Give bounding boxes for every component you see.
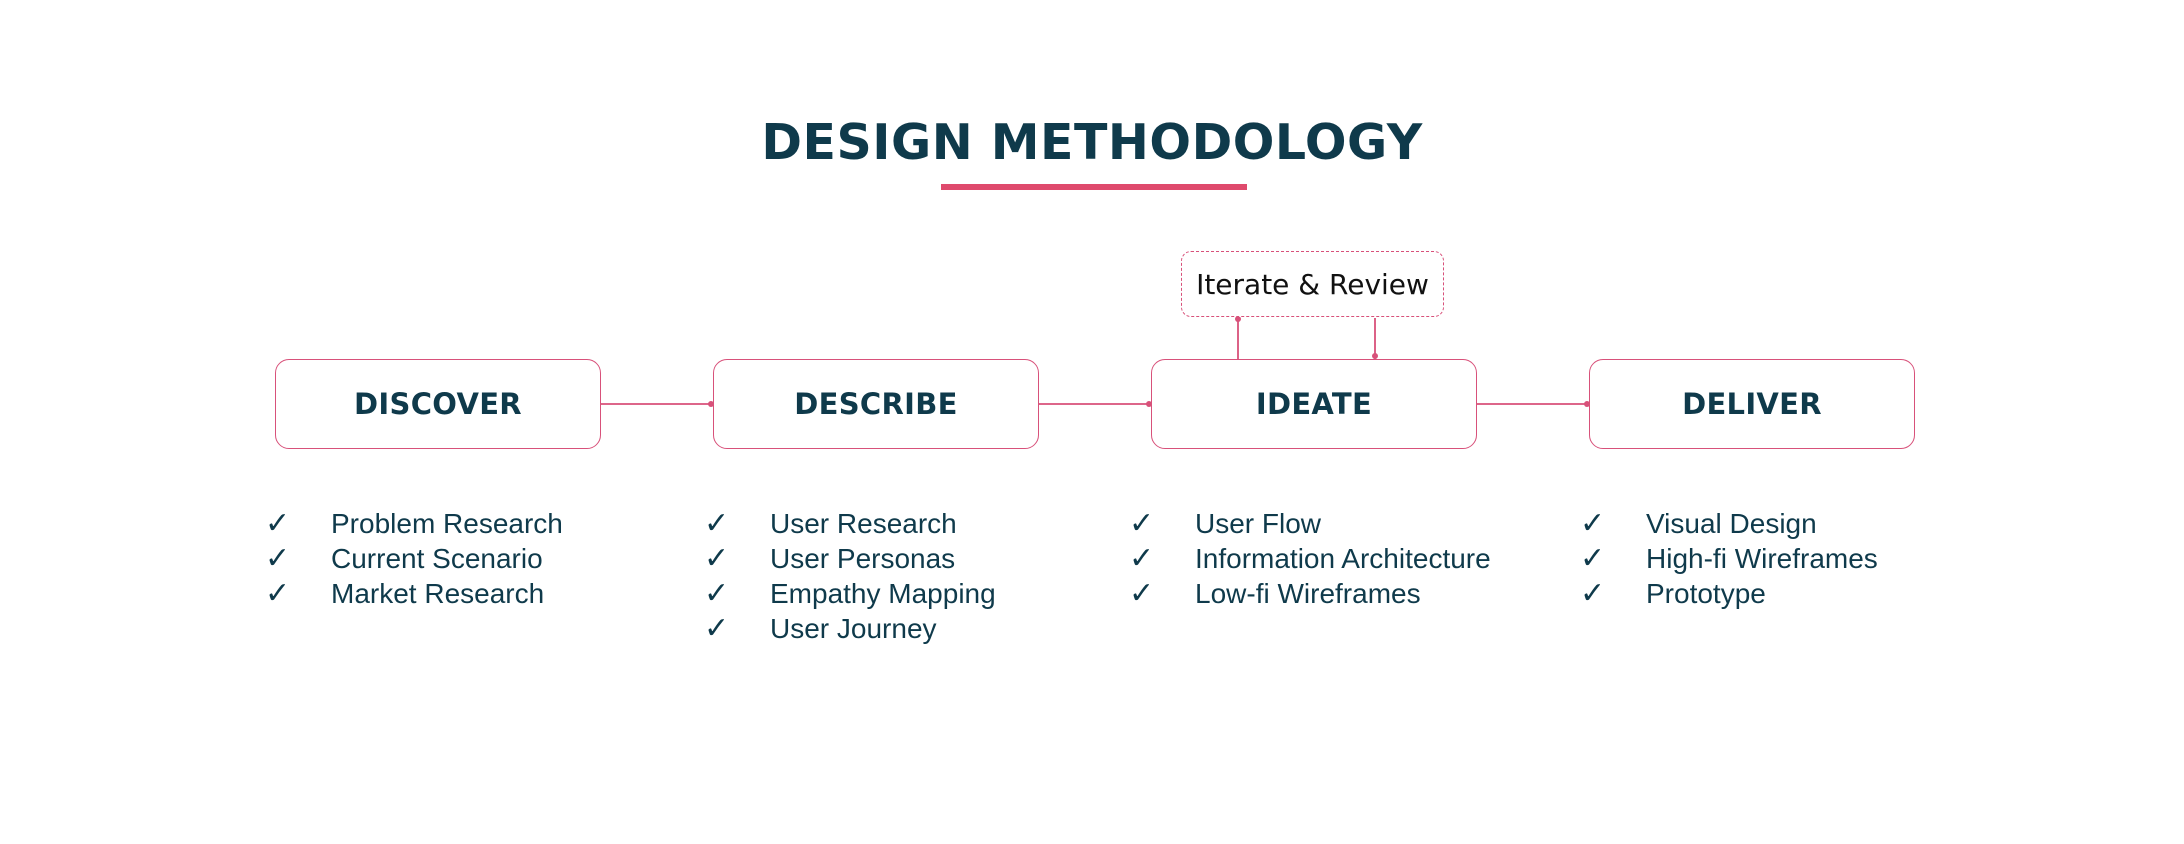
check-icon: ✓ (704, 506, 730, 541)
iterate-review-label: Iterate & Review (1196, 267, 1429, 301)
connector-dot (708, 401, 714, 407)
list-item-label: User Research (770, 508, 957, 539)
check-icon: ✓ (704, 541, 730, 576)
list-item-label: Problem Research (331, 508, 563, 539)
check-icon: ✓ (1580, 541, 1606, 576)
page-title: DESIGN METHODOLOGY (761, 114, 1423, 171)
list-item-label: Visual Design (1646, 508, 1817, 539)
check-icon: ✓ (704, 611, 730, 646)
connector-dot (1146, 401, 1152, 407)
list-item-label: Information Architecture (1195, 543, 1491, 574)
title-underline (941, 184, 1247, 190)
stage-describe: DESCRIBE (713, 359, 1039, 449)
connector-dot (1584, 401, 1590, 407)
check-icon: ✓ (265, 506, 291, 541)
check-icon: ✓ (1580, 506, 1606, 541)
stage-label: IDEATE (1255, 387, 1373, 421)
list-item-label: Current Scenario (331, 543, 543, 574)
list-item-label: User Journey (770, 613, 937, 644)
check-icon: ✓ (1129, 506, 1155, 541)
loop-dot-bottom (1372, 353, 1378, 359)
stage-label: DESCRIBE (794, 387, 958, 421)
list-item-label: User Personas (770, 543, 956, 574)
list-item-label: User Flow (1195, 508, 1322, 539)
list-item-label: Empathy Mapping (770, 578, 996, 609)
stage-deliver: DELIVER (1589, 359, 1915, 449)
check-icon: ✓ (265, 541, 291, 576)
check-icon: ✓ (265, 576, 291, 611)
check-icon: ✓ (1580, 576, 1606, 611)
check-icon: ✓ (704, 576, 730, 611)
list-item-label: Market Research (331, 578, 545, 609)
check-icon: ✓ (1129, 541, 1155, 576)
stage-label: DISCOVER (354, 387, 522, 421)
iterate-review-box: Iterate & Review (1181, 251, 1444, 317)
list-item-label: Prototype (1646, 578, 1766, 609)
check-icon: ✓ (1129, 576, 1155, 611)
stage-discover: DISCOVER (275, 359, 601, 449)
stage-ideate: IDEATE (1151, 359, 1477, 449)
list-item-label: High-fi Wireframes (1646, 543, 1878, 574)
list-item-label: Low-fi Wireframes (1195, 578, 1421, 609)
loop-dot-top (1235, 316, 1241, 322)
stage-label: DELIVER (1682, 387, 1822, 421)
